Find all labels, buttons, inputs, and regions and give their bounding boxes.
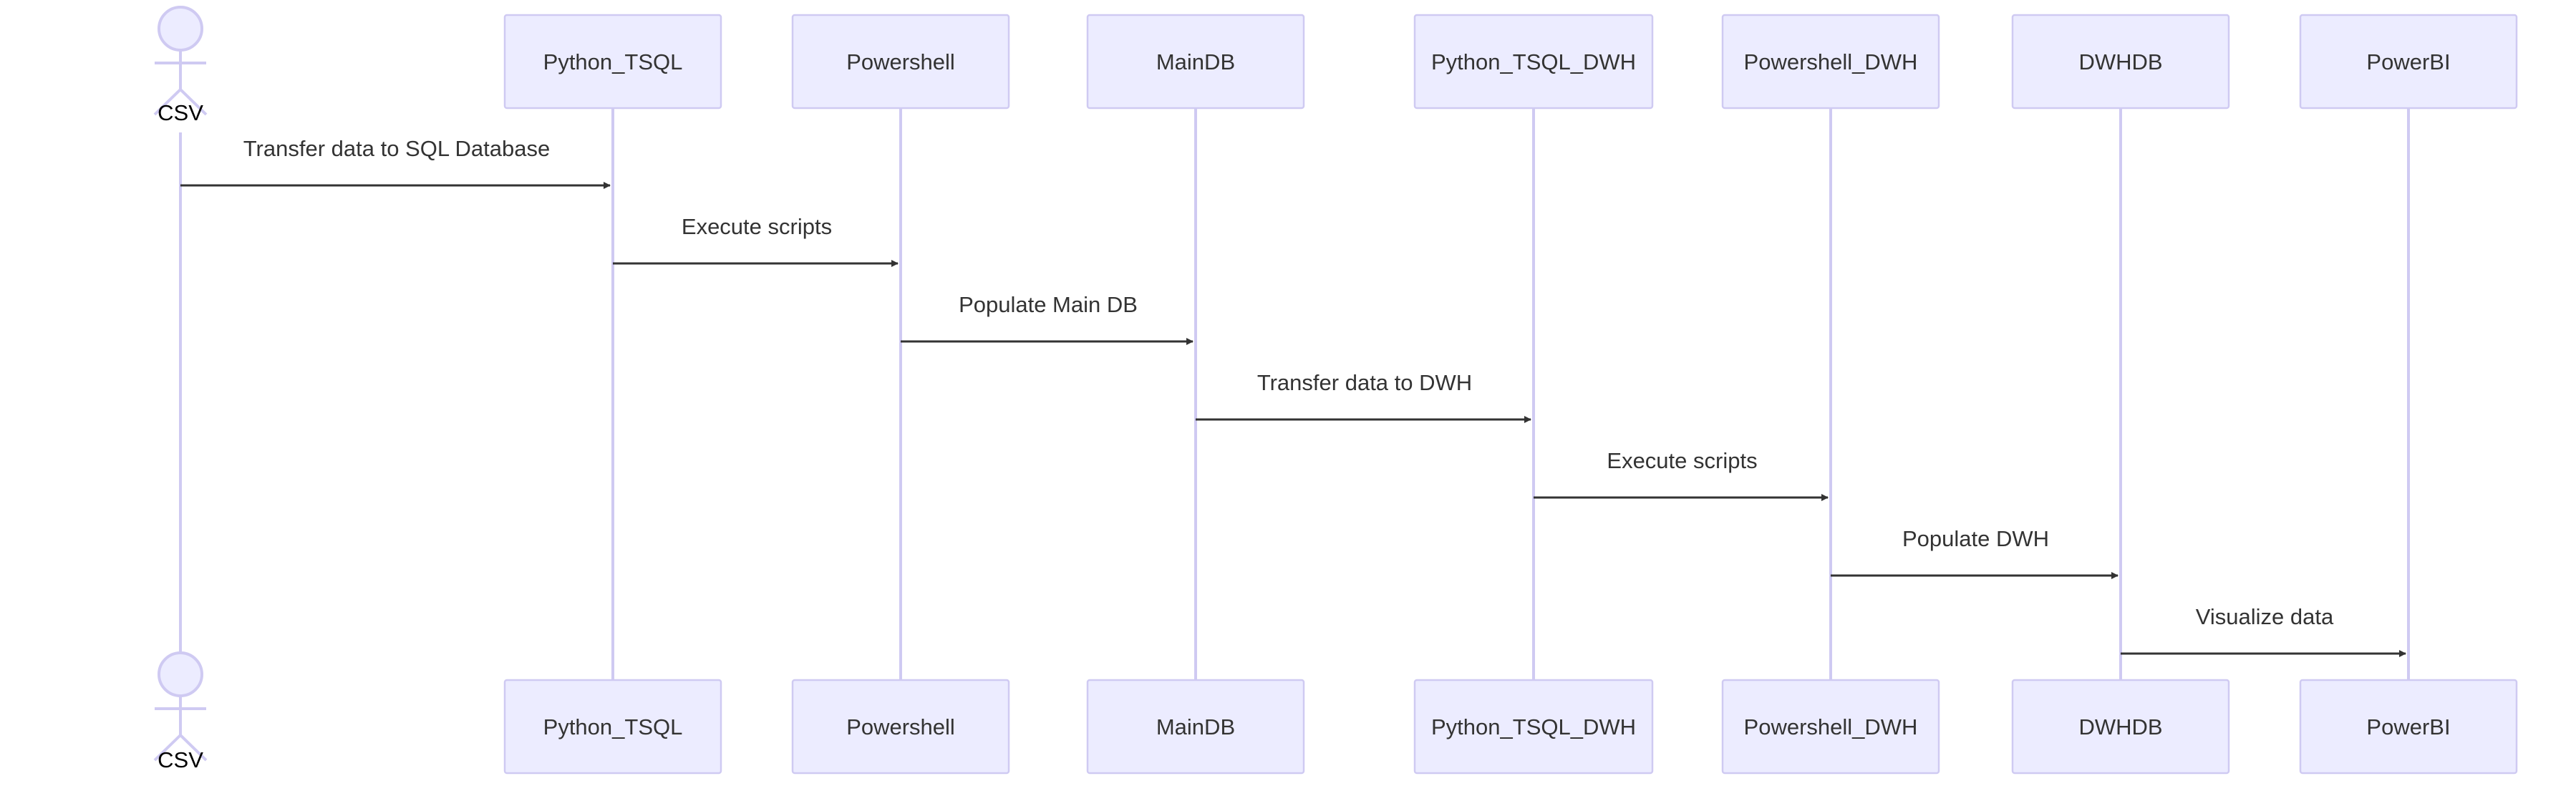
participant-label: Powershell: [846, 714, 955, 739]
participant-box-frame: [2299, 14, 2518, 110]
participant-box-powerbi-bottom: PowerBI: [2299, 679, 2518, 775]
participant-box-powershell-dwh-bottom: Powershell_DWH: [1721, 679, 1940, 775]
message-label: Transfer data to SQL Database: [243, 136, 551, 161]
participant-box-frame: [1086, 679, 1305, 775]
message-label: Transfer data to DWH: [1257, 370, 1472, 395]
message-7: Visualize data: [2121, 604, 2406, 657]
participant-box-frame: [1721, 679, 1940, 775]
participant-label: Powershell: [846, 49, 955, 74]
participant-box-frame: [503, 14, 722, 110]
participant-box-python-tsql-dwh-bottom: Python_TSQL_DWH: [1413, 679, 1654, 775]
participant-box-python-tsql-top: Python_TSQL: [503, 14, 722, 110]
actor-left-leg: [153, 88, 182, 116]
participant-box-python-tsql-bottom: Python_TSQL: [503, 679, 722, 775]
message-label: Populate DWH: [1902, 526, 2049, 551]
participant-box-maindb-top: MainDB: [1086, 14, 1305, 110]
participant-box-frame: [503, 679, 722, 775]
message-2: Execute scripts: [613, 214, 899, 267]
participant-box-frame: [1413, 14, 1654, 110]
participant-box-maindb-bottom: MainDB: [1086, 679, 1305, 775]
participant-boxes-bottom: Python_TSQL Powershell MainDB Python_TSQL_D…: [503, 679, 2518, 775]
participant-label: MainDB: [1156, 714, 1235, 739]
participant-box-powershell-dwh-top: Powershell_DWH: [1721, 14, 1940, 110]
message-label: Execute scripts: [1607, 448, 1757, 473]
actor-right-leg: [179, 88, 208, 116]
participant-label: Powershell_DWH: [1744, 714, 1918, 739]
participant-boxes-top: Python_TSQL Powershell MainDB Python_TSQL_D…: [503, 14, 2518, 110]
actor-head-icon: [158, 651, 203, 697]
participant-box-frame: [2011, 14, 2230, 110]
participant-box-frame: [1721, 14, 1940, 110]
message-label: Visualize data: [2196, 604, 2334, 629]
message-3: Populate Main DB: [901, 292, 1193, 345]
participant-label: DWHDB: [2078, 714, 2162, 739]
participant-box-powershell-top: Powershell: [791, 14, 1010, 110]
participant-box-powerbi-top: PowerBI: [2299, 14, 2518, 110]
message-1: Transfer data to SQL Database: [180, 136, 611, 189]
participant-label: MainDB: [1156, 49, 1235, 74]
actor-label-top: CSV: [158, 100, 203, 125]
participant-label: Powershell_DWH: [1744, 49, 1918, 74]
actor-head-icon: [158, 6, 203, 52]
participant-box-frame: [1413, 679, 1654, 775]
actor-csv-top: CSV: [153, 6, 208, 125]
participant-box-python-tsql-dwh-top: Python_TSQL_DWH: [1413, 14, 1654, 110]
participant-box-frame: [791, 679, 1010, 775]
participant-box-frame: [2299, 679, 2518, 775]
message-label: Execute scripts: [682, 214, 832, 239]
participant-box-frame: [2011, 679, 2230, 775]
lifelines: [179, 108, 2410, 680]
participant-label: DWHDB: [2078, 49, 2162, 74]
message-5: Execute scripts: [1534, 448, 1829, 501]
message-label: Populate Main DB: [959, 292, 1138, 317]
message-6: Populate DWH: [1831, 526, 2119, 579]
actor-right-leg: [179, 734, 208, 762]
participant-label: Python_TSQL_DWH: [1431, 49, 1636, 74]
actor-csv-bottom: CSV: [153, 651, 208, 772]
actor-label-bottom: CSV: [158, 747, 203, 772]
participant-box-dwhdb-bottom: DWHDB: [2011, 679, 2230, 775]
message-4: Transfer data to DWH: [1196, 370, 1531, 423]
participant-label: Python_TSQL: [543, 714, 683, 739]
participant-box-dwhdb-top: DWHDB: [2011, 14, 2230, 110]
participant-label: PowerBI: [2366, 714, 2450, 739]
participant-label: Python_TSQL_DWH: [1431, 714, 1636, 739]
participant-label: PowerBI: [2366, 49, 2450, 74]
participant-box-frame: [791, 14, 1010, 110]
participant-box-powershell-bottom: Powershell: [791, 679, 1010, 775]
actor-left-leg: [153, 734, 182, 762]
participant-box-frame: [1086, 14, 1305, 110]
participant-label: Python_TSQL: [543, 49, 683, 74]
